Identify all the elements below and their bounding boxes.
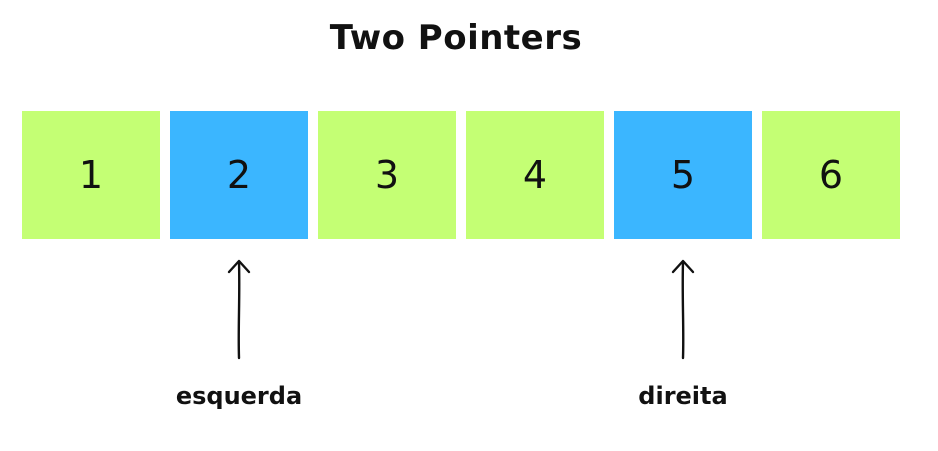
diagram-title: Two Pointers [329, 18, 583, 58]
left-pointer: esquerda [159, 258, 319, 410]
array-cell: 3 [318, 111, 456, 239]
array-cell: 4 [466, 111, 604, 239]
left-pointer-label: esquerda [175, 382, 303, 410]
arrow-up-icon [227, 259, 251, 360]
array-row: 1 2 3 4 5 6 [22, 111, 900, 239]
right-pointer-label: direita [638, 382, 728, 410]
arrow-up-icon [671, 259, 695, 360]
right-pointer: direita [603, 258, 763, 410]
array-cell: 6 [762, 111, 900, 239]
array-cell: 5 [614, 111, 752, 239]
array-cell: 1 [22, 111, 160, 239]
array-cell: 2 [170, 111, 308, 239]
